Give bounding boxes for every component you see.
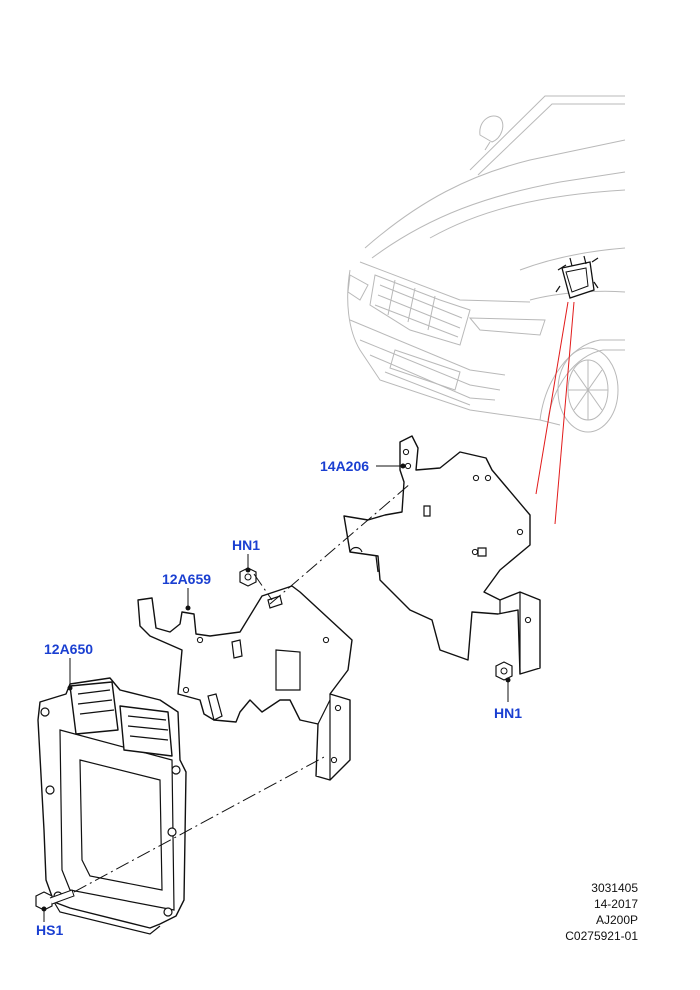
screw-shape	[35, 889, 75, 911]
reference-illustration-id: C0275921-01	[565, 929, 638, 943]
callout-14a206[interactable]: 14A206	[320, 458, 370, 474]
locator-line-right	[554, 301, 575, 525]
callout-hn1-upper[interactable]: HN1	[232, 537, 261, 553]
callout-12a650[interactable]: 12A650	[44, 641, 94, 657]
reference-date: 14-2017	[593, 897, 638, 911]
assembly-line-1	[269, 483, 411, 605]
assembly-line-3	[253, 573, 273, 601]
vehicle-locator-illustration	[347, 95, 626, 525]
callout-12a659[interactable]: 12A659	[162, 571, 212, 587]
locator-line-left	[535, 301, 569, 495]
callout-hs1[interactable]: HS1	[36, 922, 64, 938]
reference-number: 3031405	[591, 881, 638, 895]
nut-lower-shape	[495, 661, 513, 681]
small-bracket-shape	[137, 585, 353, 781]
reference-model: AJ200P	[595, 913, 638, 927]
large-bracket-shape	[343, 435, 541, 675]
callout-hn1-lower[interactable]: HN1	[494, 705, 523, 721]
module-location-marker	[555, 255, 599, 299]
reference-info: 3031405 14-2017 AJ200P C0275921-01	[565, 880, 638, 944]
control-module-shape	[37, 677, 187, 935]
